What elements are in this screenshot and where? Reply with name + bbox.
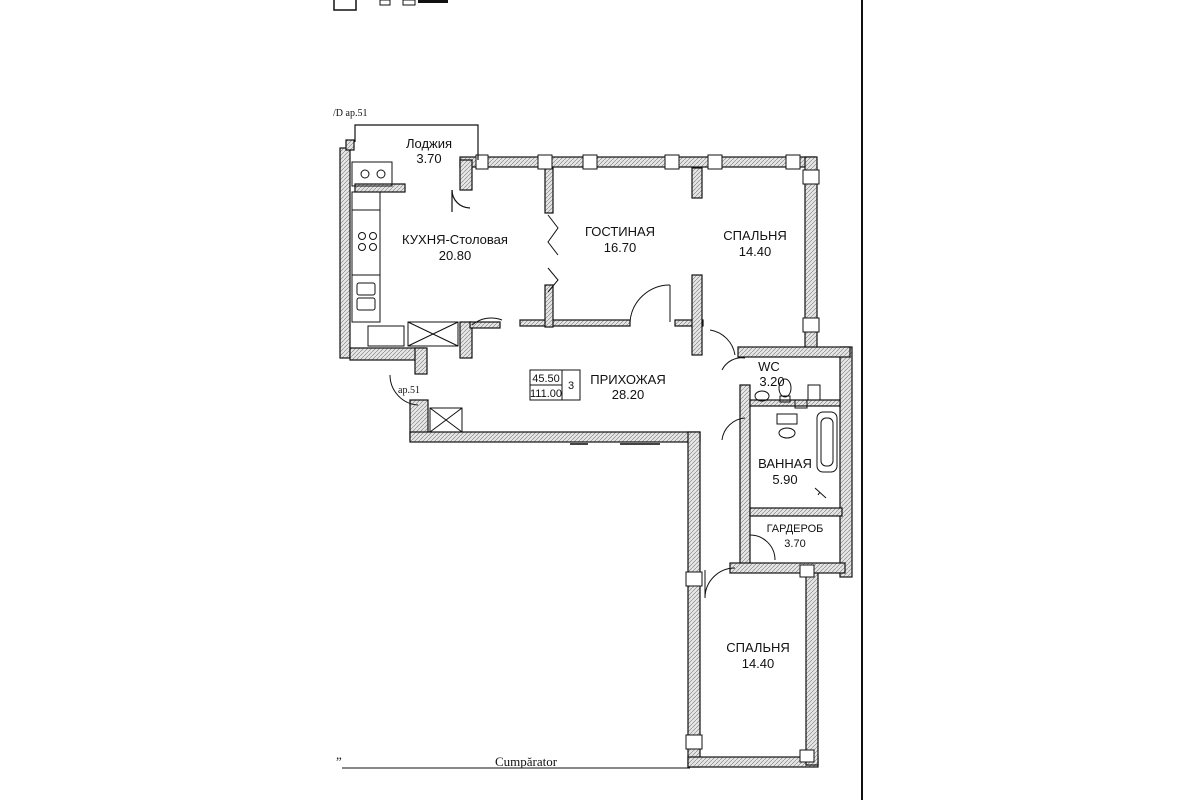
hallway-shaft: [429, 407, 463, 433]
area-summary-box: 45.50 111.00 3: [529, 369, 581, 401]
room-name: ГОСТИНАЯ: [585, 224, 655, 239]
faint-marks: [570, 443, 660, 445]
quote-mark: ”: [336, 754, 342, 769]
window-marks: [475, 154, 820, 763]
room-label-bedroom1: СПАЛЬНЯ 14.40: [723, 228, 787, 259]
room-name: Лоджия: [406, 136, 452, 151]
kitchen-counter: [351, 161, 405, 347]
sanitary-fixtures: [754, 378, 838, 499]
room-label-bedroom2: СПАЛЬНЯ 14.40: [726, 640, 790, 671]
room-name: ГАРДЕРОБ: [767, 523, 824, 535]
room-name: СПАЛЬНЯ: [723, 228, 787, 243]
room-name: ВАННАЯ: [758, 456, 812, 471]
apartment-ref-entry: ap.51: [398, 385, 420, 396]
exterior-walls: [339, 139, 853, 768]
room-name: WC: [758, 359, 780, 374]
apartment-ref-top: /D ap.51: [333, 108, 367, 119]
buyer-label: Cumpărator: [495, 754, 558, 769]
room-label-living: ГОСТИНАЯ 16.70: [585, 224, 655, 255]
room-area: 14.40: [742, 656, 775, 671]
room-label-hallway: ПРИХОЖАЯ 28.20: [590, 372, 666, 402]
room-name: КУХНЯ-Столовая: [402, 232, 508, 247]
total-area-value: 111.00: [530, 388, 562, 400]
room-label-kitchen: КУХНЯ-Столовая 20.80: [402, 232, 508, 263]
kitchen-shaft: [407, 321, 459, 347]
signature-line: ” Cumpărator: [336, 754, 690, 769]
living-area-value: 45.50: [532, 373, 560, 385]
room-label-bathroom: ВАННАЯ 5.90: [758, 456, 812, 487]
room-area: 16.70: [604, 240, 637, 255]
room-name: ПРИХОЖАЯ: [590, 372, 666, 387]
room-area: 5.90: [772, 472, 797, 487]
top-stamp-fragment: [333, 0, 448, 11]
door-swings: [389, 214, 776, 599]
room-area: 14.40: [739, 244, 772, 259]
room-area: 28.20: [612, 387, 645, 402]
room-area: 20.80: [439, 248, 472, 263]
room-label-loggia: Лоджия 3.70: [406, 136, 452, 166]
room-count-value: 3: [568, 380, 574, 392]
room-label-wc: WC 3.20: [758, 359, 784, 389]
room-area: 3.70: [416, 151, 441, 166]
room-area: 3.20: [759, 374, 784, 389]
room-name: СПАЛЬНЯ: [726, 640, 790, 655]
room-label-wardrobe: ГАРДЕРОБ 3.70: [767, 523, 824, 550]
room-area: 3.70: [784, 538, 805, 550]
